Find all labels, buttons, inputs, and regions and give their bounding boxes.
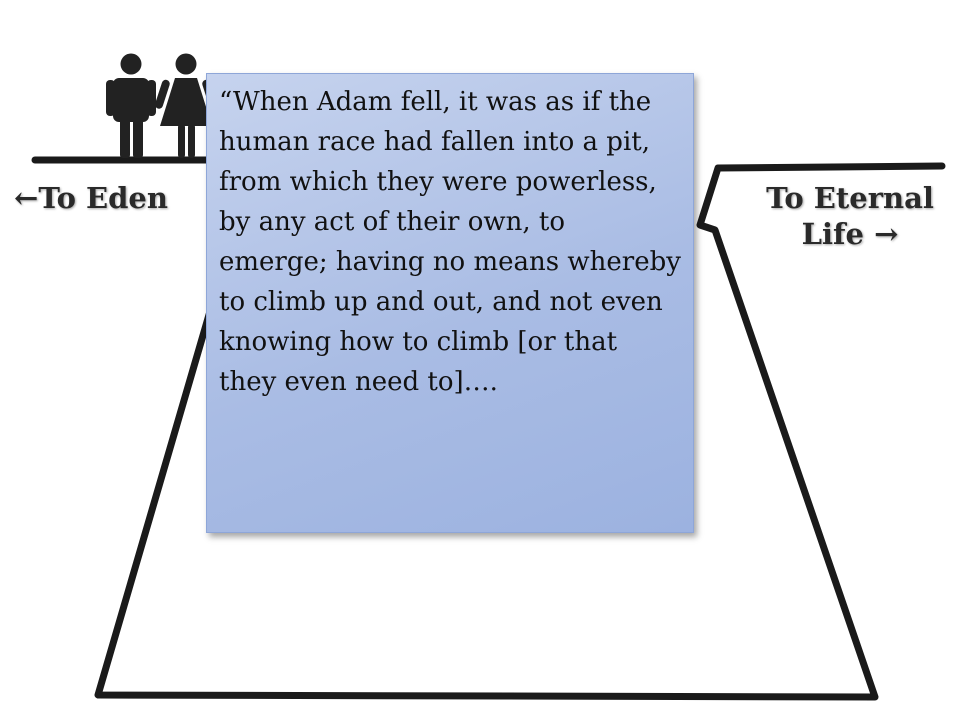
quote-box: “When Adam fell, it was as if the human … [206, 73, 694, 533]
to-eternal-life-text: To Eternal Life [766, 181, 934, 251]
left-arrow-icon: ← [14, 181, 39, 215]
man-icon [106, 53, 156, 158]
to-eden-label: ←To Eden [14, 180, 168, 216]
pit-outline [94, 156, 946, 701]
right-arrow-icon: → [874, 217, 899, 251]
quote-text: “When Adam fell, it was as if the human … [219, 87, 681, 397]
to-eden-text: To Eden [38, 181, 168, 215]
to-eternal-life-label: To Eternal Life → [750, 180, 950, 252]
man-woman-figures-icon [106, 53, 218, 158]
